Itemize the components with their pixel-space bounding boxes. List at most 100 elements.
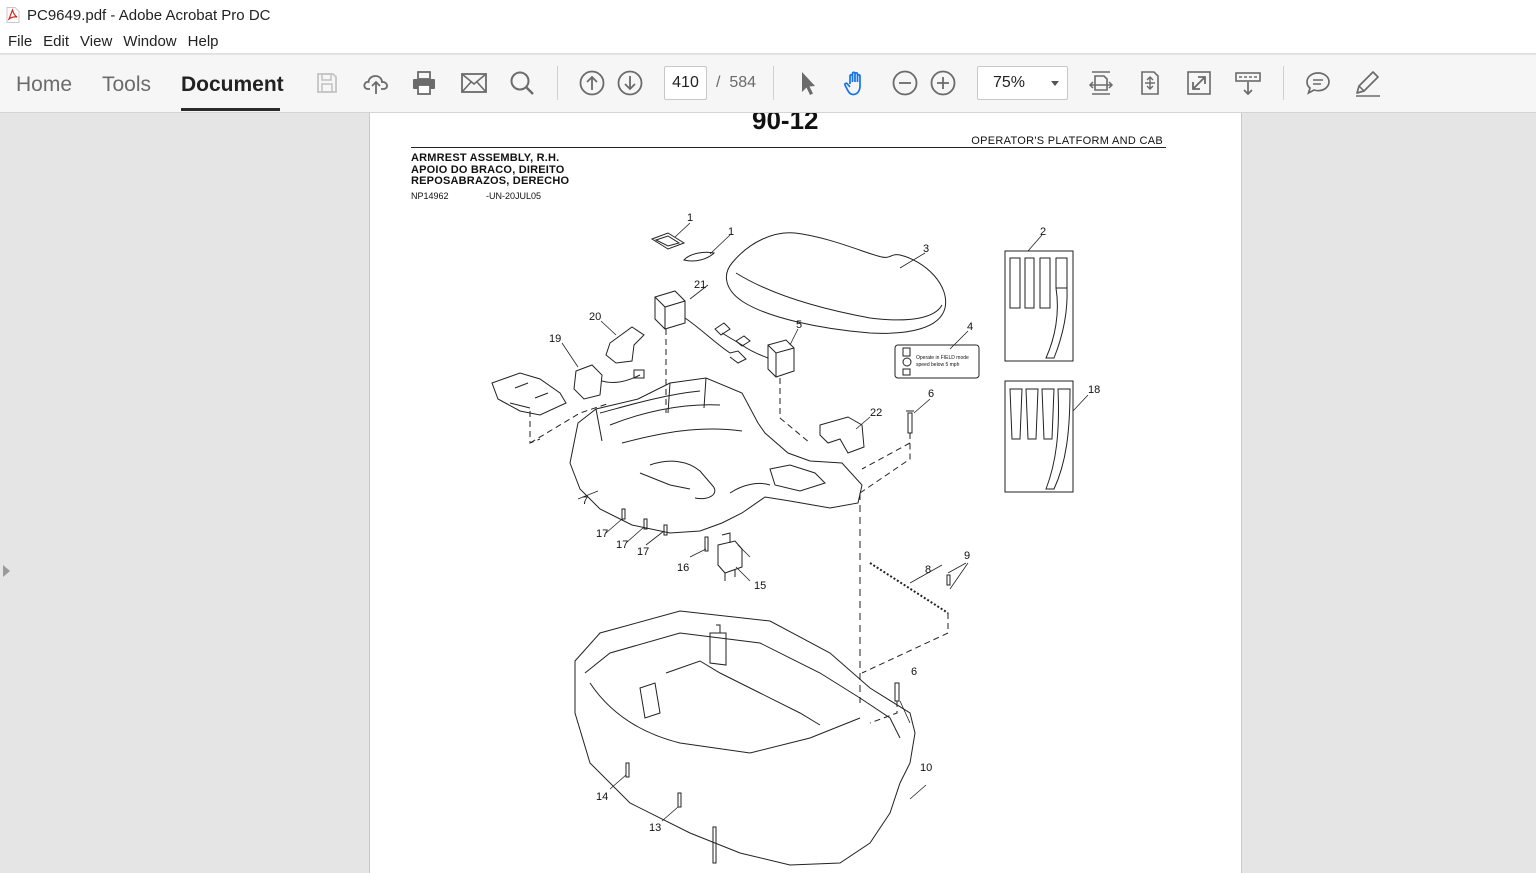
valve-15: [717, 540, 743, 574]
search-icon[interactable]: [507, 68, 537, 98]
header-rule: [411, 147, 1166, 148]
save-icon[interactable]: [312, 68, 342, 98]
cloud-upload-icon[interactable]: [361, 68, 391, 98]
decal-text-line-1: Operate in FIELD mode: [916, 355, 969, 361]
decal-4: [894, 344, 980, 379]
main-toolbar: Home Tools Document: [0, 55, 1536, 113]
document-page: 90-12 OPERATOR'S PLATFORM AND CAB ARMRES…: [369, 113, 1242, 873]
hand-tool-icon[interactable]: [841, 68, 871, 98]
zoom-in-icon[interactable]: [928, 68, 958, 98]
callout-18: 18: [1088, 384, 1100, 396]
bracket-22: [819, 416, 865, 454]
callout-17c: 17: [637, 546, 649, 558]
zoom-value: 75%: [993, 74, 1026, 91]
parts-diagram: Operate in FIELD mode speed below 5 mph …: [491, 212, 1100, 866]
toolbar-divider: [557, 66, 558, 100]
callout-4: 4: [967, 321, 973, 333]
pdf-file-icon: [6, 7, 20, 23]
print-icon[interactable]: [409, 68, 439, 98]
callout-20: 20: [589, 311, 601, 323]
screw-13: [677, 792, 682, 808]
callout-13: 13: [649, 822, 661, 834]
screw-17: [621, 508, 668, 536]
menu-help[interactable]: Help: [187, 33, 219, 50]
callout-6a: 6: [928, 388, 934, 400]
full-screen-icon[interactable]: [1184, 68, 1214, 98]
screw-6: [906, 410, 914, 434]
callout-5: 5: [796, 319, 802, 331]
callout-7: 7: [582, 495, 588, 507]
decal-panel-18: [1004, 380, 1074, 493]
console-tray: [569, 377, 863, 534]
lower-housing: [574, 610, 916, 866]
switch-21: [654, 290, 686, 330]
zoom-out-icon[interactable]: [890, 68, 920, 98]
menu-edit[interactable]: Edit: [43, 33, 70, 50]
callout-6b: 6: [911, 666, 917, 678]
cover-plate: [491, 372, 567, 416]
total-pages: 584: [729, 74, 757, 91]
callout-10: 10: [920, 762, 932, 774]
scroll-mode-icon[interactable]: [1233, 68, 1263, 98]
screw-9: [946, 574, 951, 586]
tab-home[interactable]: Home: [16, 73, 73, 96]
previous-page-icon[interactable]: [577, 68, 607, 98]
menu-bar: File Edit View Window Help: [0, 30, 1536, 54]
heading-portuguese: APOIO DO BRACO, DIREITO: [411, 164, 565, 176]
expand-panel-icon[interactable]: [3, 565, 10, 577]
callout-14: 14: [596, 791, 608, 803]
callout-19: 19: [549, 333, 561, 345]
menu-view[interactable]: View: [80, 33, 113, 50]
menu-window[interactable]: Window: [123, 33, 177, 50]
callout-17a: 17: [596, 528, 608, 540]
callout-8: 8: [925, 564, 931, 576]
spring-8: [869, 562, 949, 614]
toolbar-divider: [1283, 66, 1284, 100]
bracket-20: [605, 326, 645, 364]
callout-9: 9: [964, 550, 970, 562]
screw-16: [704, 536, 709, 552]
title-bar: PC9649.pdf - Adobe Acrobat Pro DC: [0, 0, 1536, 30]
callout-1a: 1: [687, 212, 693, 224]
heading-spanish: REPOSABRAZOS, DERECHO: [411, 175, 570, 187]
screw-bottom: [712, 826, 717, 864]
comment-icon[interactable]: [1303, 68, 1333, 98]
screw-14: [625, 762, 630, 778]
trim-piece: [683, 251, 715, 262]
figure-date: -UN-20JUL05: [486, 191, 542, 201]
callout-3: 3: [923, 243, 929, 255]
tab-document[interactable]: Document: [181, 73, 284, 96]
decal-text-line-2: speed below 5 mph: [916, 362, 960, 368]
figure-id: NP14962: [411, 191, 449, 201]
callout-21: 21: [694, 279, 706, 291]
switch-19: [573, 364, 603, 400]
chevron-down-icon: [1051, 81, 1059, 86]
menu-file[interactable]: File: [8, 33, 33, 50]
section-title: OPERATOR'S PLATFORM AND CAB: [971, 135, 1163, 147]
toolbar-divider: [773, 66, 774, 100]
select-cursor-icon[interactable]: [792, 68, 822, 98]
callout-1b: 1: [728, 226, 734, 238]
fit-page-icon[interactable]: [1135, 68, 1165, 98]
screw-6-lower: [894, 682, 900, 702]
next-page-icon[interactable]: [615, 68, 645, 98]
window-title: PC9649.pdf - Adobe Acrobat Pro DC: [27, 6, 271, 24]
trim-piece: [650, 232, 686, 250]
active-tab-indicator: [181, 108, 280, 111]
page-count: / 584: [716, 74, 756, 92]
page-number-input[interactable]: 410: [664, 66, 707, 100]
pen-markup-icon[interactable]: [1352, 68, 1382, 98]
decal-panel-2: [1004, 250, 1074, 362]
fit-width-icon[interactable]: [1086, 68, 1116, 98]
page-number-heading: 90-12: [752, 113, 819, 135]
switch-5: [767, 339, 795, 378]
callout-15: 15: [754, 580, 766, 592]
callout-2: 2: [1040, 226, 1046, 238]
tab-tools[interactable]: Tools: [102, 73, 152, 96]
heading-english: ARMREST ASSEMBLY, R.H.: [411, 152, 560, 164]
callout-17b: 17: [616, 539, 628, 551]
callout-22: 22: [870, 407, 882, 419]
wire-harness: [684, 317, 769, 364]
email-icon[interactable]: [459, 68, 489, 98]
zoom-select[interactable]: 75%: [977, 66, 1068, 100]
